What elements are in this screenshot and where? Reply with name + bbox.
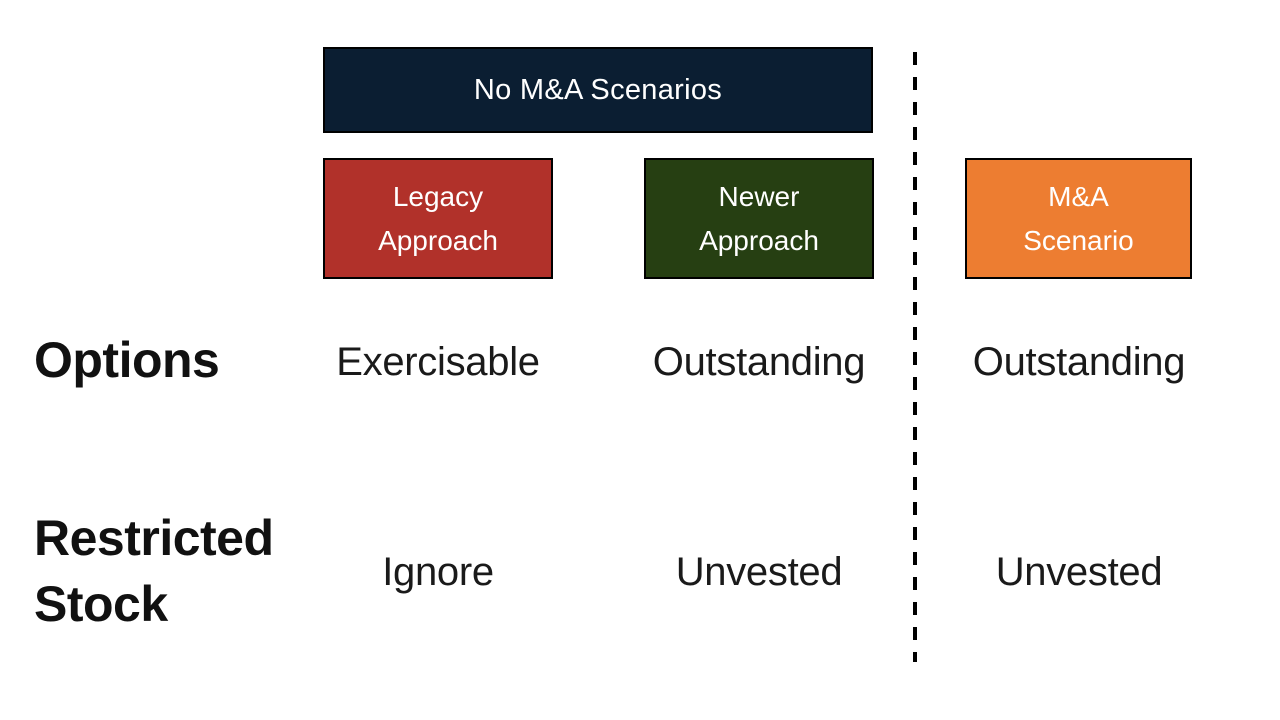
cell-options-newer: Outstanding — [652, 340, 866, 384]
column-header-ma-scenario: M&A Scenario — [965, 158, 1192, 279]
column-header-legacy-approach: Legacy Approach — [323, 158, 553, 279]
no-ma-scenarios-banner-label: No M&A Scenarios — [473, 73, 723, 106]
column-header-newer-approach-label: Newer Approach — [699, 180, 819, 256]
column-header-legacy-approach-label: Legacy Approach — [378, 180, 498, 256]
column-header-ma-scenario-label: M&A Scenario — [1023, 180, 1134, 256]
cell-restricted-stock-newer: Unvested — [675, 550, 843, 594]
no-ma-scenarios-banner: No M&A Scenarios — [323, 47, 873, 133]
cell-restricted-stock-legacy: Ignore — [382, 550, 494, 594]
row-label-restricted-stock: Restricted Stock — [34, 510, 274, 632]
cell-restricted-stock-ma: Unvested — [995, 550, 1163, 594]
row-label-options: Options — [34, 332, 220, 388]
cell-options-legacy: Exercisable — [336, 340, 540, 384]
column-header-newer-approach: Newer Approach — [644, 158, 874, 279]
cell-options-ma: Outstanding — [972, 340, 1186, 384]
ma-scenario-dashed-divider — [913, 52, 917, 662]
